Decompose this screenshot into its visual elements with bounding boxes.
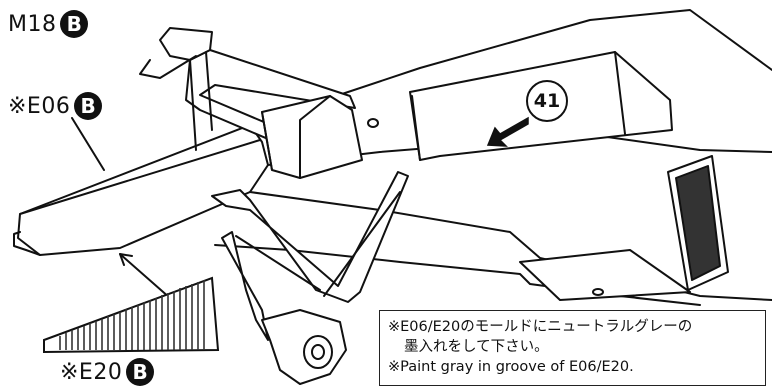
lower-wishbone <box>211 171 409 303</box>
note-line-2: 墨入れをして下さい。 <box>404 339 549 355</box>
rod-vertical <box>189 51 213 151</box>
label-m18-badge: B <box>60 10 89 38</box>
mount-block <box>261 95 363 179</box>
lower-arm-inner <box>235 191 401 297</box>
label-e06-code: ※E06 <box>8 93 71 119</box>
upper-wishbone <box>185 49 356 163</box>
mount-block-edge <box>261 95 331 179</box>
cockpit-inner <box>411 51 626 161</box>
leader-e06 <box>71 117 105 171</box>
label-e06-badge: B <box>74 92 103 120</box>
pushrod <box>139 55 197 79</box>
part-e20-drawing <box>43 276 220 354</box>
label-e06: ※E06 B <box>8 92 103 120</box>
label-e20-badge: B <box>126 358 155 386</box>
arrow-e20 <box>119 253 171 299</box>
hub <box>303 335 333 369</box>
nose-ridge <box>13 139 261 256</box>
step-number-circle: 41 <box>526 80 568 122</box>
upright-top <box>159 27 213 61</box>
lower-arm-left <box>221 231 269 341</box>
label-e20-code: ※E20 <box>60 359 123 385</box>
label-m18-code: M18 <box>8 11 57 37</box>
assembly-arrow <box>486 116 529 147</box>
note-line-3: ※Paint gray in groove of E06/E20. <box>388 359 634 375</box>
note-line-1: ※E06/E20のモールドにニュートラルグレーの <box>388 319 693 335</box>
label-e20: ※E20 B <box>60 358 155 386</box>
paint-note-box: ※E06/E20のモールドにニュートラルグレーの 墨入れをして下さい。 ※Pai… <box>379 310 766 386</box>
label-m18: M18 B <box>8 10 89 38</box>
floor-panel <box>519 249 691 301</box>
